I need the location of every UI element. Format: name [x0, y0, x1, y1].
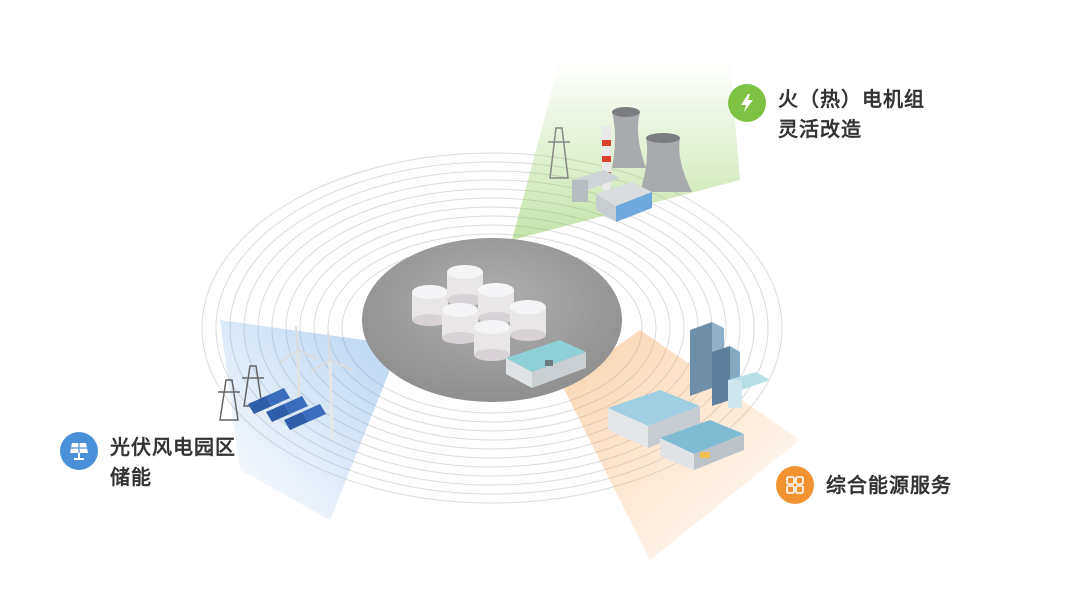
solar-wind-label-line1: 光伏风电园区: [110, 435, 236, 459]
energy-service-label: 综合能源服务: [776, 466, 952, 504]
solar-wind-label-line2: 储能: [110, 465, 152, 489]
grid-squares-icon: [776, 466, 814, 504]
thermal-label-line1: 火（热）电机组: [778, 87, 925, 111]
energy-service-label-line1: 综合能源服务: [826, 473, 952, 497]
solar-panel-icon: [60, 432, 98, 470]
lightning-bolt-icon: [728, 84, 766, 122]
thermal-label-line2: 灵活改造: [778, 117, 862, 141]
wind-solar-farm-icon: [218, 325, 353, 441]
energy-storage-tanks-icon: [412, 265, 586, 388]
thermal-label: 火（热）电机组 灵活改造: [728, 84, 925, 144]
thermal-power-plant-icon: [548, 107, 692, 222]
industrial-park-icon: [608, 322, 770, 470]
solar-wind-label: 光伏风电园区 储能: [60, 432, 236, 492]
